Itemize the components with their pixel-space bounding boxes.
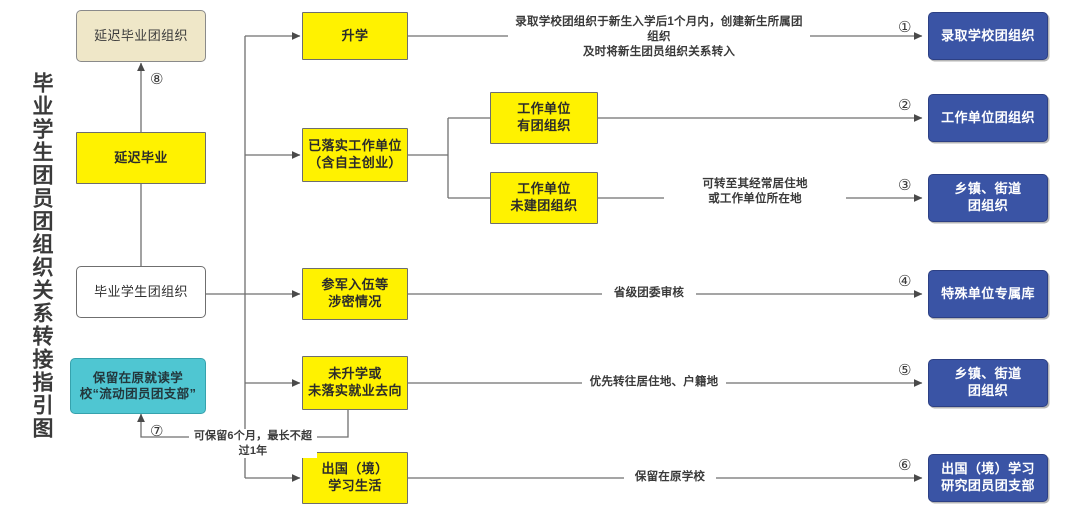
target-overseas-study-branch[interactable]: 出国（境）学习 研究团员团支部	[928, 454, 1048, 502]
node-employed[interactable]: 已落实工作单位 （含自主创业）	[302, 128, 408, 182]
step-marker-5: ⑤	[898, 361, 912, 379]
node-graduate-student-org[interactable]: 毕业学生团组织	[76, 266, 206, 318]
node-abroad[interactable]: 出国（境） 学习生活	[302, 452, 408, 504]
node-delayed-graduation[interactable]: 延迟毕业	[76, 132, 206, 184]
node-unsettled[interactable]: 未升学或 未落实就业去向	[302, 356, 408, 410]
step-marker-1: ①	[898, 18, 912, 36]
target-township-street-org-3[interactable]: 乡镇、街道 团组织	[928, 174, 1048, 222]
node-mobile-member-branch[interactable]: 保留在原就读学 校“流动团员团支部”	[70, 358, 206, 414]
node-delayed-graduation-org[interactable]: 延迟毕业团组织	[76, 10, 206, 62]
step-marker-3: ③	[898, 176, 912, 194]
node-employer-has-org[interactable]: 工作单位 有团组织	[490, 92, 598, 144]
edge-label-3: 可转至其经常居住地 或工作单位所在地	[664, 177, 846, 208]
edge-label-6: 保留在原学校	[624, 470, 716, 486]
step-marker-8: ⑧	[150, 70, 164, 88]
step-marker-4: ④	[898, 272, 912, 290]
edge-label-4: 省级团委审核	[602, 286, 696, 302]
edge-label-5: 优先转往居住地、户籍地	[582, 375, 726, 391]
target-employer-org[interactable]: 工作单位团组织	[928, 94, 1048, 142]
node-employer-no-org[interactable]: 工作单位 未建团组织	[490, 172, 598, 224]
step-marker-6: ⑥	[898, 456, 912, 474]
edge-label-7: 可保留6个月，最长不超过1年	[189, 429, 317, 459]
edge-label-1: 录取学校团组织于新生入学后1个月内，创建新生所属团组织 及时将新生团员组织关系转…	[508, 15, 810, 61]
step-marker-7: ⑦	[150, 422, 164, 440]
node-military-service[interactable]: 参军入伍等 涉密情况	[302, 268, 408, 320]
target-township-street-org-5[interactable]: 乡镇、街道 团组织	[928, 359, 1048, 407]
target-special-unit-repository[interactable]: 特殊单位专属库	[928, 270, 1048, 318]
target-admitting-school-org[interactable]: 录取学校团组织	[928, 12, 1048, 60]
node-further-study[interactable]: 升学	[302, 12, 408, 60]
step-marker-2: ②	[898, 96, 912, 114]
page-title: 毕业学生团员团组织关系转接指引图	[30, 72, 53, 440]
